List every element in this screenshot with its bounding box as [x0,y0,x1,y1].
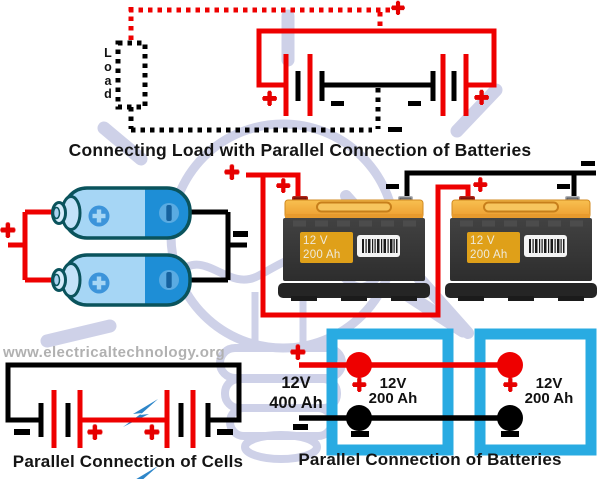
plus-label: + [503,371,518,399]
dotted-black-wire [128,88,381,133]
plus-label: + [144,417,160,447]
battery-box-2 [474,328,597,456]
box2-voltage: 12V [535,375,563,392]
battery2-capacity: 200 Ah [470,249,508,261]
load-letter: L [104,46,112,60]
plus-label: + [87,417,103,447]
black-outer-wire [5,362,242,423]
parallel-batteries-schematic [299,328,597,456]
red-wire [246,172,471,318]
batteries-caption: Parallel Connection of Batteries [298,450,562,469]
battery2-voltage: 12 V [470,235,495,247]
battery1-capacity: 200 Ah [303,249,341,261]
minus-label [386,184,399,189]
minus-label [408,101,421,106]
positive-terminal-circle-2 [497,352,523,378]
load-box [115,40,148,110]
plus-label: + [0,215,16,245]
car-batteries-visual [246,170,598,318]
plus-label: + [473,171,488,199]
plus-label: + [352,371,367,399]
minus-label [501,431,519,437]
red-bus-wire [8,209,54,283]
minus-label [388,127,402,132]
load-letter: a [104,73,112,88]
negative-terminal-circle-1 [346,405,372,431]
battery1-voltage: 12 V [303,235,328,247]
plus-label: + [391,0,406,22]
black-wire [404,170,596,200]
black-bus-wire [188,209,247,283]
watermark-url: www.electricaltechnology.org [3,344,226,361]
top-caption: Connecting Load with Parallel Connection… [68,140,532,160]
minus-label [557,184,570,189]
battery-symbol-plates [283,54,469,116]
car-battery-1 [277,195,431,302]
cells-caption: Parallel Connection of Cells [12,452,244,471]
load-letter: o [104,60,112,74]
plus-label: + [474,82,490,112]
battery-box-1 [326,328,454,456]
minus-label [217,429,233,435]
load-parallel-circuit [115,7,497,133]
box2-capacity: 200 Ah [524,390,574,407]
minus-label [293,424,308,430]
negative-terminal-circle-2 [497,405,523,431]
minus-label [233,231,248,237]
parallel-cells-visual [8,186,247,479]
minus-label [351,431,369,437]
box1-voltage: 12V [379,375,407,392]
plus-label: + [262,83,278,113]
combined-capacity: 400 Ah [269,394,323,412]
minus-label [14,429,30,435]
plus-label: + [290,337,306,367]
cell-symbol-plates [38,390,211,448]
positive-terminal-circle-1 [346,352,372,378]
plus-label: + [224,157,240,187]
dotted-red-wire [128,7,390,42]
minus-label [581,161,595,166]
car-battery-2 [444,195,598,302]
box1-capacity: 200 Ah [368,390,418,407]
parallel-cells-schematic [5,362,242,448]
load-letter: d [104,87,112,101]
red-loop-wire [256,28,497,88]
plus-label: + [276,172,291,200]
combined-voltage: 12V [281,374,311,392]
minus-label [331,101,344,106]
